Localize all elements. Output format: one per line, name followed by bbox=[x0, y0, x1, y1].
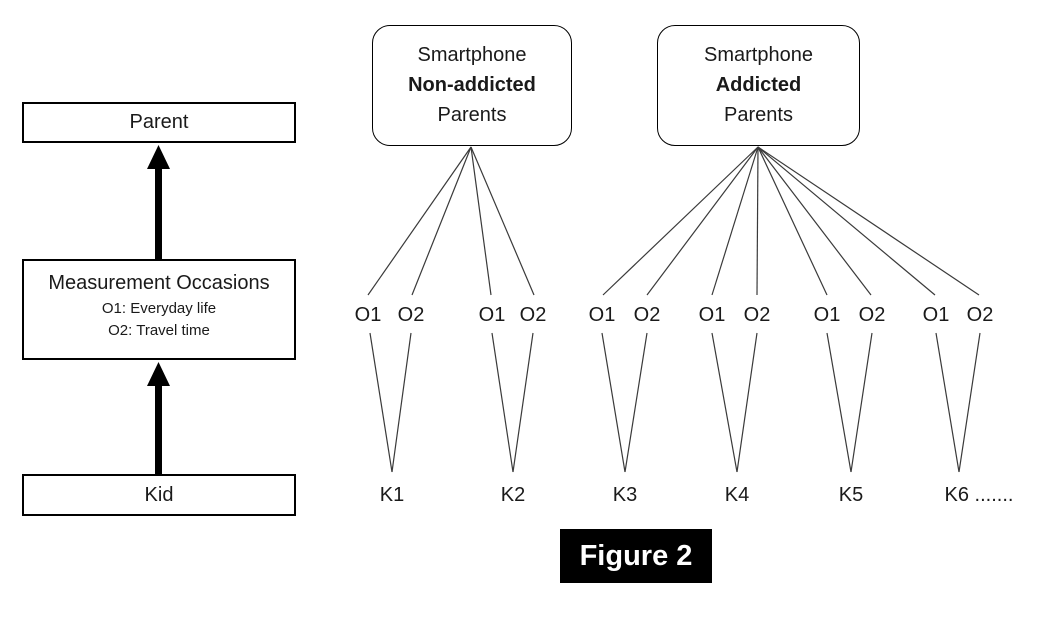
connector-line bbox=[369, 332, 393, 473]
occasion-label-k5-o1: O1 bbox=[813, 302, 841, 328]
group-line-bottom: Parents bbox=[437, 104, 507, 126]
fan-lines-addicted bbox=[602, 146, 980, 296]
occasion-to-kid-lines bbox=[369, 332, 981, 473]
group-line-top: Smartphone bbox=[417, 44, 527, 66]
occasion-label-k3-o2: O2 bbox=[633, 302, 661, 328]
occasion-label-k6-o1: O1 bbox=[922, 302, 950, 328]
connector-line bbox=[711, 146, 759, 296]
fan-lines-nonaddicted bbox=[367, 146, 535, 296]
nonaddicted-parents-box: Smartphone Non-addicted Parents bbox=[372, 25, 572, 146]
occasion-label-k2-o2: O2 bbox=[519, 302, 547, 328]
connector-line bbox=[756, 146, 759, 296]
connector-line bbox=[367, 146, 472, 296]
connector-line bbox=[711, 332, 738, 473]
connector-line bbox=[757, 146, 872, 296]
occasion-label-k4-o2: O2 bbox=[743, 302, 771, 328]
kid-label-k3: K3 bbox=[612, 484, 638, 506]
up-arrow-measurement-to-parent bbox=[147, 145, 170, 259]
connector-line bbox=[826, 332, 852, 473]
figure-caption: Figure 2 bbox=[579, 539, 693, 572]
occasion-label-k3-o1: O1 bbox=[588, 302, 616, 328]
connector-line bbox=[512, 332, 534, 473]
connector-line bbox=[470, 146, 535, 296]
connector-line bbox=[491, 332, 514, 473]
connector-line bbox=[736, 332, 758, 473]
measurement-line-o1: O1: Everyday life bbox=[101, 300, 217, 317]
measurement-line-o2: O2: Travel time bbox=[108, 322, 210, 339]
connector-line bbox=[391, 332, 412, 473]
connector-line bbox=[411, 146, 472, 296]
group-line-middle: Non-addicted bbox=[408, 74, 536, 96]
occasion-label-k1-o1: O1 bbox=[354, 302, 382, 328]
kid-label-k5: K5 bbox=[838, 484, 864, 506]
connector-line bbox=[470, 146, 492, 296]
kid-box: Kid bbox=[22, 474, 296, 516]
addicted-parents-box: Smartphone Addicted Parents bbox=[657, 25, 860, 146]
kid-label: Kid bbox=[144, 483, 174, 506]
connector-line bbox=[757, 146, 936, 296]
occasion-label-k5-o2: O2 bbox=[858, 302, 886, 328]
connector-line bbox=[602, 146, 759, 296]
kid-label-k1: K1 bbox=[379, 484, 405, 506]
connector-line bbox=[646, 146, 759, 296]
connector-line bbox=[958, 332, 981, 473]
connector-line bbox=[624, 332, 648, 473]
connector-line bbox=[935, 332, 960, 473]
connector-line bbox=[850, 332, 873, 473]
connector-line bbox=[757, 146, 980, 296]
connector-line bbox=[601, 332, 626, 473]
kid-label-k2: K2 bbox=[500, 484, 526, 506]
group-line-middle: Addicted bbox=[715, 74, 802, 96]
parent-label: Parent bbox=[129, 111, 189, 133]
connector-line bbox=[757, 146, 828, 296]
up-arrow-kid-to-measurement bbox=[147, 362, 170, 474]
kid-label-k6: K6 ....... bbox=[944, 484, 1014, 506]
occasion-label-k4-o1: O1 bbox=[698, 302, 726, 328]
kid-label-k4: K4 bbox=[724, 484, 750, 506]
occasion-label-k6-o2: O2 bbox=[966, 302, 994, 328]
figure-caption-box: Figure 2 bbox=[560, 529, 712, 583]
parent-box: Parent bbox=[22, 102, 296, 143]
group-line-bottom: Parents bbox=[724, 104, 793, 126]
occasion-label-k2-o1: O1 bbox=[478, 302, 506, 328]
group-line-top: Smartphone bbox=[704, 44, 813, 66]
measurement-title: Measurement Occasions bbox=[48, 272, 270, 294]
occasion-label-k1-o2: O2 bbox=[397, 302, 425, 328]
measurement-occasions-box: Measurement Occasions O1: Everyday life … bbox=[22, 259, 296, 360]
